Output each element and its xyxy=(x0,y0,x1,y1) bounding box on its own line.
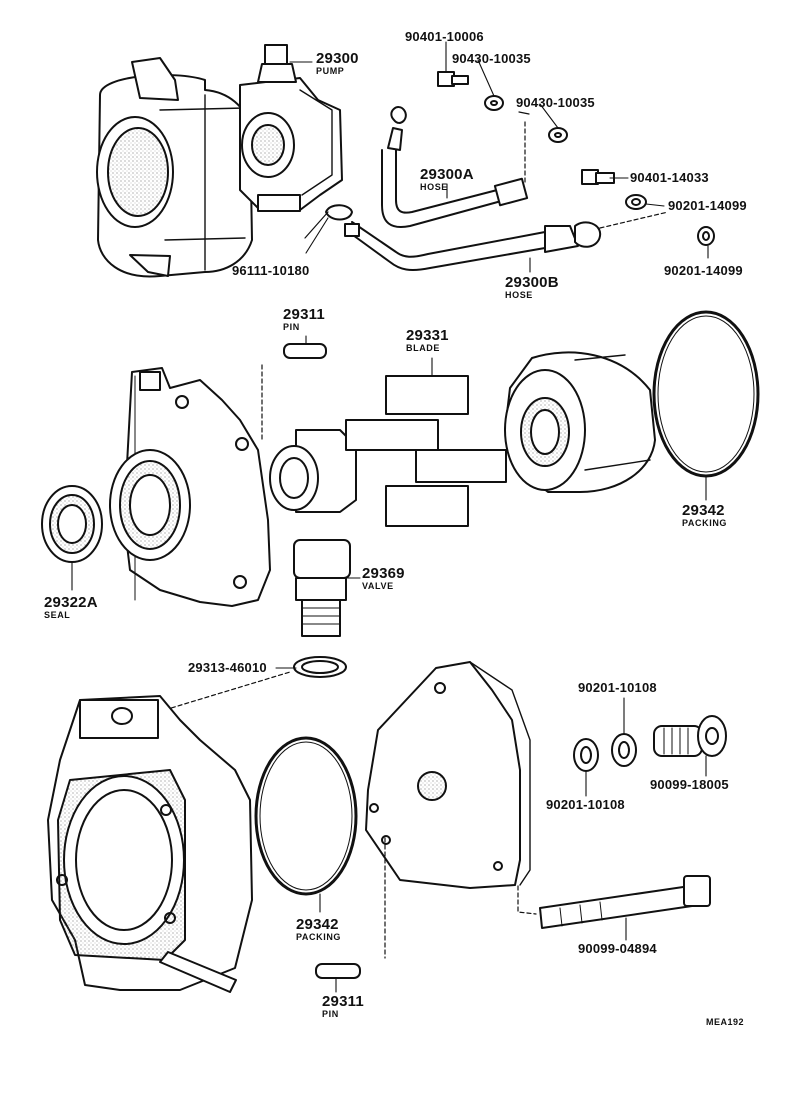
hose-a-part xyxy=(381,106,529,228)
label-bolt-right: 90401-14033 xyxy=(630,170,709,185)
blade-part xyxy=(345,375,507,527)
label-oring-small: 29313-46010 xyxy=(188,660,267,675)
seal-part xyxy=(41,485,103,563)
label-hose-b-number: 29300B xyxy=(505,274,559,291)
label-bolt-top: 90401-10006 xyxy=(405,29,484,44)
rotor-part xyxy=(504,351,656,493)
label-valve-number: 29369 xyxy=(362,565,405,582)
label-packing-lower-number: 29342 xyxy=(296,916,339,933)
washer-a-part xyxy=(484,95,504,111)
diagram-code: MEA192 xyxy=(706,1017,745,1027)
label-valve-name: VALVE xyxy=(362,581,394,591)
label-pin-top-number: 29311 xyxy=(283,306,325,323)
label-packing-right-name: PACKING xyxy=(682,518,728,528)
long-bolt-part xyxy=(539,875,711,929)
gasket-b-part xyxy=(697,226,715,246)
label-washer-b: 90430-10035 xyxy=(516,95,595,110)
label-pump-number: 29300 xyxy=(316,50,359,67)
bolt-right-part xyxy=(581,169,615,185)
pin-top-part xyxy=(283,343,327,359)
label-long-bolt: 90099-04894 xyxy=(578,941,657,956)
label-clip: 96111-10180 xyxy=(232,263,310,278)
label-gasket-a: 90201-14099 xyxy=(668,198,747,213)
pump-assembly xyxy=(239,44,343,212)
cover-plate xyxy=(365,661,531,889)
leader-lines xyxy=(71,41,709,993)
gasket-d-part xyxy=(573,738,599,772)
label-blade-name: BLADE xyxy=(406,343,440,353)
label-packing-lower-name: PACKING xyxy=(296,932,342,942)
label-seal-name: SEAL xyxy=(44,610,71,620)
label-pin-top-name: PIN xyxy=(283,322,300,332)
label-packing-right-number: 29342 xyxy=(682,502,725,519)
clip-part xyxy=(325,204,353,221)
washer-b-part xyxy=(548,127,568,143)
label-hose-b-name: HOSE xyxy=(505,290,533,300)
label-gasket-d: 90201-10108 xyxy=(546,797,625,812)
bolt-top-part xyxy=(437,71,469,87)
label-gasket-b: 90201-14099 xyxy=(664,263,743,278)
rear-housing xyxy=(47,695,253,993)
label-pin-bottom-name: PIN xyxy=(322,1009,339,1019)
bushing-part xyxy=(269,429,357,513)
union-bolt-part xyxy=(653,715,727,757)
pin-bottom-part xyxy=(315,963,361,979)
alternator-body xyxy=(96,57,253,278)
packing-lower-part xyxy=(254,736,358,896)
label-hose-a-number: 29300A xyxy=(420,166,474,183)
valve-part xyxy=(293,539,351,637)
hose-b-part xyxy=(344,221,602,271)
label-gasket-c: 90201-10108 xyxy=(578,680,657,695)
label-seal-number: 29322A xyxy=(44,594,98,611)
front-housing xyxy=(109,367,271,607)
label-pump-name: PUMP xyxy=(316,66,345,76)
packing-right-part xyxy=(652,310,760,478)
label-union-bolt: 90099-18005 xyxy=(650,777,729,792)
oring-small-part xyxy=(293,656,347,678)
label-washer-a: 90430-10035 xyxy=(452,51,531,66)
gasket-a-part xyxy=(625,194,647,210)
label-blade-number: 29331 xyxy=(406,327,449,344)
gasket-c-part xyxy=(611,733,637,767)
label-pin-bottom-number: 29311 xyxy=(322,993,364,1010)
label-hose-a-name: HOSE xyxy=(420,182,448,192)
